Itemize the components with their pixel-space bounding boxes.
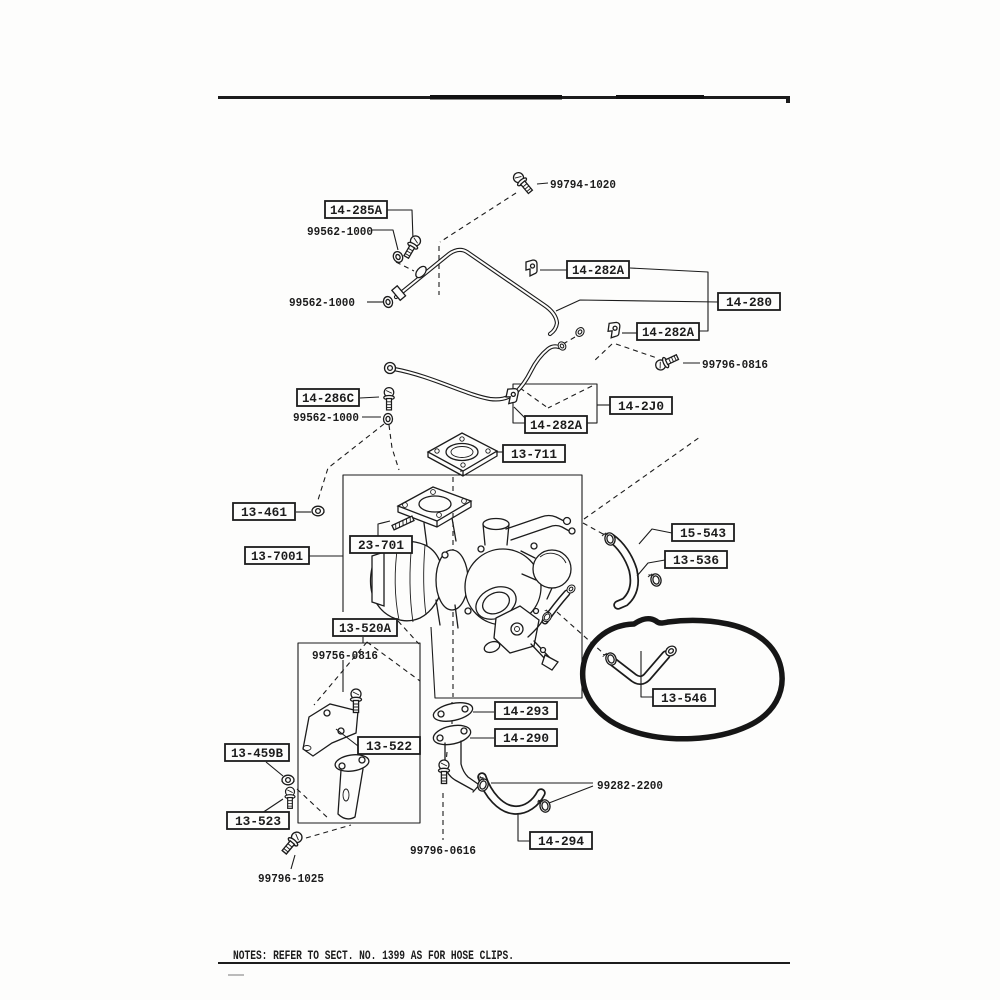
part-box-14-280: 14-280 (717, 292, 781, 311)
page-border-top (218, 95, 790, 103)
part-box-23-701: 23-701 (349, 535, 413, 554)
part-label-99756-0816: 99756-0816 (312, 649, 378, 663)
pipe-14-280-drawing (390, 247, 560, 337)
turbocharger-drawing (369, 486, 576, 629)
part-label-13-536: 13-536 (673, 553, 719, 568)
part-label-14-285A: 14-285A (330, 203, 382, 218)
part-label-14-290: 14-290 (503, 731, 549, 746)
part-box-13-461: 13-461 (232, 502, 296, 521)
turbo-assembly-outline-box (342, 474, 583, 699)
pipe-14-286C-line-drawing (383, 344, 562, 402)
part-label-13-461: 13-461 (241, 505, 287, 520)
hose-15-543-drawing (606, 533, 640, 610)
footer-note: NOTES: REFER TO SECT. NO. 1399 AS FOR HO… (233, 949, 514, 963)
part-label-14-294: 14-294 (538, 834, 584, 849)
part-label-99562-1000-b: 99562-1000 (289, 296, 355, 310)
part-box-13-536: 13-536 (664, 550, 728, 569)
part-box-14-293: 14-293 (494, 701, 558, 720)
oil-return-pipe-14-290-drawing (432, 724, 482, 793)
wastegate-valve-drawing (483, 605, 559, 671)
part-box-13-459B: 13-459B (224, 743, 290, 762)
clip-icon-14-282A-b (606, 320, 621, 340)
part-box-13-546: 13-546 (652, 688, 716, 707)
fitting-icon-pipe-end-a (573, 325, 587, 339)
part-label-23-701: 23-701 (358, 538, 404, 553)
bolt-icon-13-523 (284, 786, 296, 809)
part-box-15-543: 15-543 (671, 523, 735, 542)
hand-drawn-circle-annotation (579, 615, 785, 742)
bolt-icon-99796-0616 (437, 759, 451, 785)
part-box-13-523: 13-523 (226, 811, 290, 830)
part-label-13-522: 13-522 (366, 739, 412, 754)
nut-icon-13-461 (311, 505, 325, 517)
gasket-13-711-drawing (426, 432, 499, 477)
part-label-13-711: 13-711 (511, 447, 557, 462)
washer-icon-99562-1000-b (381, 294, 395, 310)
part-label-14-280: 14-280 (726, 295, 772, 310)
clip-icon-14-282A-c (504, 386, 520, 406)
part-box-13-711: 13-711 (502, 444, 566, 463)
part-box-13-7001: 13-7001 (244, 546, 310, 565)
part-label-14-286C: 14-286C (302, 391, 354, 406)
part-box-14-282A-c: 14-282A (524, 415, 588, 434)
part-box-14-2J0: 14-2J0 (609, 396, 673, 415)
part-label-14-282A-b: 14-282A (642, 325, 694, 340)
bolt-icon-99796-1025 (279, 828, 306, 857)
bolt-icon-99796-0816 (653, 351, 681, 373)
part-label-99796-0616: 99796-0616 (410, 844, 476, 858)
part-box-14-290: 14-290 (494, 728, 558, 747)
part-label-13-546: 13-546 (661, 691, 707, 706)
part-box-14-282A-b: 14-282A (636, 322, 700, 341)
part-label-14-282A-a: 14-282A (572, 263, 624, 278)
part-box-13-520A: 13-520A (332, 618, 398, 637)
bolt-icon-99794-1020 (510, 169, 536, 196)
part-label-13-523: 13-523 (235, 814, 281, 829)
bracket-13-522-drawing (302, 703, 370, 820)
washer-icon-99562-1000-a (390, 249, 406, 265)
part-label-14-293: 14-293 (503, 704, 549, 719)
part-label-99794-1020: 99794-1020 (550, 178, 616, 192)
clip-icon-14-282A-a (525, 259, 538, 277)
bolt-icon-14-285A (400, 233, 424, 261)
part-label-99796-1025: 99796-1025 (258, 872, 324, 886)
hose-clamp-icon-99282-2200-b (536, 797, 552, 814)
part-label-99562-1000-a: 99562-1000 (307, 225, 373, 239)
hose-clamp-icon-13-536 (646, 571, 664, 589)
part-label-99282-2200: 99282-2200 (597, 779, 663, 793)
nut-icon-13-459B (281, 774, 295, 786)
part-label-13-7001: 13-7001 (251, 549, 303, 564)
stud-icon-23-701 (391, 515, 415, 531)
hose-14-294-drawing (477, 772, 546, 815)
hose-13-546-drawing (607, 650, 671, 685)
part-box-14-286C: 14-286C (296, 388, 360, 407)
bracket-detail-box (297, 642, 421, 824)
bolt-icon-14-286C (383, 386, 395, 411)
gasket-14-293-drawing (432, 702, 474, 722)
page-border-bottom (218, 962, 790, 976)
washer-icon-99562-1000-c (382, 412, 394, 426)
part-box-14-285A: 14-285A (324, 200, 388, 219)
part-box-14-282A-a: 14-282A (566, 260, 630, 279)
part-label-99796-0816: 99796-0816 (702, 358, 768, 372)
part-label-15-543: 15-543 (680, 526, 726, 541)
part-label-13-520A: 13-520A (339, 621, 391, 636)
part-label-99562-1000-c: 99562-1000 (293, 411, 359, 425)
part-label-14-2J0: 14-2J0 (618, 399, 664, 414)
part-label-13-459B: 13-459B (231, 746, 283, 761)
part-box-14-294: 14-294 (529, 831, 593, 850)
part-label-14-282A-c: 14-282A (530, 418, 582, 433)
part-box-13-522: 13-522 (357, 736, 421, 755)
